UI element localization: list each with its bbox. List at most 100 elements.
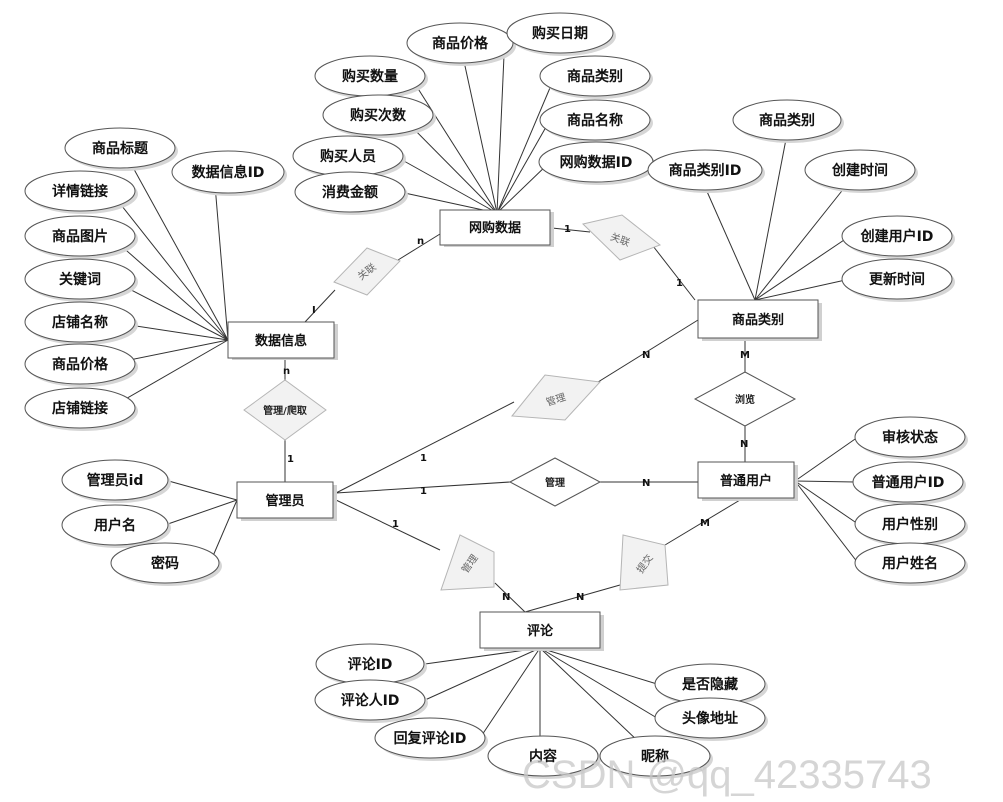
relationship-online-category: 关联 [581, 214, 662, 261]
attribute-label: 商品类别 [567, 68, 623, 85]
attribute-ellipse [24, 343, 136, 385]
entity-label-online-data: 网购数据 [469, 220, 521, 236]
relationship-admin-category: 管理 [511, 374, 602, 421]
attribute-online-data-1: 购买日期 [506, 12, 616, 56]
attribute-ellipse [110, 542, 220, 584]
attribute-ellipse [294, 171, 406, 213]
attribute-ellipse [854, 542, 966, 584]
attribute-online-data-8: 消费金额 [294, 171, 408, 215]
entity-label-data-info: 数据信息 [255, 333, 307, 349]
attribute-data-info-4: 关键词 [24, 258, 138, 302]
attribute-admin-2: 密码 [110, 542, 222, 586]
attribute-category-2: 创建时间 [804, 149, 918, 193]
entity-label-comment: 评论 [527, 623, 554, 639]
cardinality-labels: I n 1 1 n 1 1 N 1 N M N 1 N M N [283, 224, 750, 603]
card-data-online-online: n [417, 236, 424, 247]
attribute-admin-1: 用户名 [61, 504, 171, 548]
attribute-category-4: 更新时间 [841, 258, 955, 302]
attribute-label: 是否隐藏 [682, 676, 738, 693]
relationship-user-comment: 提交 [619, 534, 669, 591]
card-user-comment-comment: N [576, 592, 584, 603]
relationship-admin-comment: 管理 [440, 534, 495, 591]
card-category-user-category: M [740, 350, 750, 361]
card-data-online-data: I [312, 305, 316, 316]
attribute-ellipse [654, 697, 766, 739]
card-admin-user-user: N [642, 478, 650, 489]
rel-label-category-user: 浏览 [735, 393, 755, 406]
attribute-label: 商品价格 [432, 35, 489, 52]
watermark: CSDN @qq_42335743 [522, 753, 932, 797]
attribute-label: 密码 [150, 555, 179, 572]
attribute-label: 评论ID [348, 656, 393, 673]
attribute-category-3: 创建用户ID [841, 215, 955, 259]
attribute-admin-0: 管理员id [61, 459, 171, 503]
attribute-label: 商品标题 [92, 140, 149, 157]
attribute-online-data-0: 商品价格 [406, 22, 516, 66]
card-admin-category-admin: 1 [420, 453, 427, 464]
attribute-user-1: 普通用户ID [852, 461, 966, 505]
attribute-label: 创建用户ID [860, 228, 934, 245]
card-category-user-user: N [740, 439, 748, 450]
attribute-data-info-3: 商品图片 [24, 215, 138, 259]
attribute-comment-2: 评论人ID [314, 679, 428, 723]
attribute-ellipse [314, 679, 426, 721]
attribute-label: 购买次数 [350, 107, 407, 124]
attribute-category-0: 商品类别 [732, 99, 844, 143]
attribute-user-3: 用户姓名 [854, 542, 968, 586]
attribute-ellipse [539, 55, 651, 97]
attribute-ellipse [487, 735, 599, 777]
connector-lines [109, 32, 859, 744]
attribute-label: 详情链接 [52, 183, 108, 200]
relationship-data-admin: 管理/爬取 [243, 379, 327, 441]
card-data-admin-data: n [283, 366, 290, 377]
attribute-label: 回复评论ID [394, 730, 467, 747]
attribute-ellipse [24, 301, 136, 343]
card-admin-comment-admin: 1 [392, 519, 399, 530]
entity-comment: 评论 [479, 611, 604, 651]
entity-admin: 管理员 [236, 481, 337, 521]
attribute-label: 商品图片 [52, 228, 108, 245]
attribute-ellipse [61, 504, 169, 546]
attribute-label: 更新时间 [869, 271, 925, 288]
attribute-user-0: 审核状态 [854, 416, 968, 460]
attribute-ellipse [841, 215, 953, 257]
attribute-label: 审核状态 [882, 429, 938, 446]
attribute-label: 商品类别 [759, 112, 815, 129]
attribute-online-data-4: 购买次数 [322, 94, 436, 138]
attribute-category-1: 商品类别ID [647, 149, 765, 193]
attribute-label: 创建时间 [831, 162, 888, 179]
attribute-comment-4: 回复评论ID [374, 717, 488, 761]
attribute-data-info-2: 详情链接 [24, 170, 138, 214]
attribute-ellipse [374, 717, 486, 759]
entity-label-user: 普通用户 [720, 473, 772, 489]
entity-label-category: 商品类别 [732, 312, 784, 328]
attribute-label: 店铺链接 [52, 400, 108, 417]
entity-label-admin: 管理员 [265, 493, 304, 509]
attribute-comment-1: 是否隐藏 [654, 663, 768, 707]
attribute-user-2: 用户性别 [854, 503, 968, 547]
attribute-label: 网购数据ID [560, 154, 633, 171]
card-admin-user-admin: 1 [420, 486, 427, 497]
rel-label-admin-user: 管理 [545, 476, 565, 489]
attribute-label: 消费金额 [322, 184, 378, 201]
attribute-ellipse [506, 12, 614, 54]
attribute-label: 商品价格 [52, 356, 109, 373]
attribute-ellipse [171, 150, 285, 194]
attribute-data-info-5: 店铺名称 [24, 301, 138, 345]
attribute-ellipse [24, 215, 136, 257]
attribute-label: 购买数量 [342, 68, 398, 85]
attribute-label: 数据信息ID [192, 164, 265, 181]
attribute-online-data-7: 网购数据ID [538, 141, 656, 185]
card-admin-comment-comment: N [502, 592, 510, 603]
attribute-ellipse [406, 22, 514, 64]
card-admin-category-category: N [642, 350, 650, 361]
attribute-data-info-1: 数据信息ID [171, 150, 287, 196]
attribute-ellipse [647, 149, 763, 191]
attribute-label: 昵称 [641, 748, 669, 765]
card-online-category-online: 1 [564, 224, 571, 235]
attribute-online-data-3: 商品类别 [539, 55, 653, 99]
attribute-comment-5: 内容 [487, 735, 601, 779]
attribute-label: 头像地址 [682, 710, 738, 727]
attribute-ellipse [64, 127, 176, 169]
